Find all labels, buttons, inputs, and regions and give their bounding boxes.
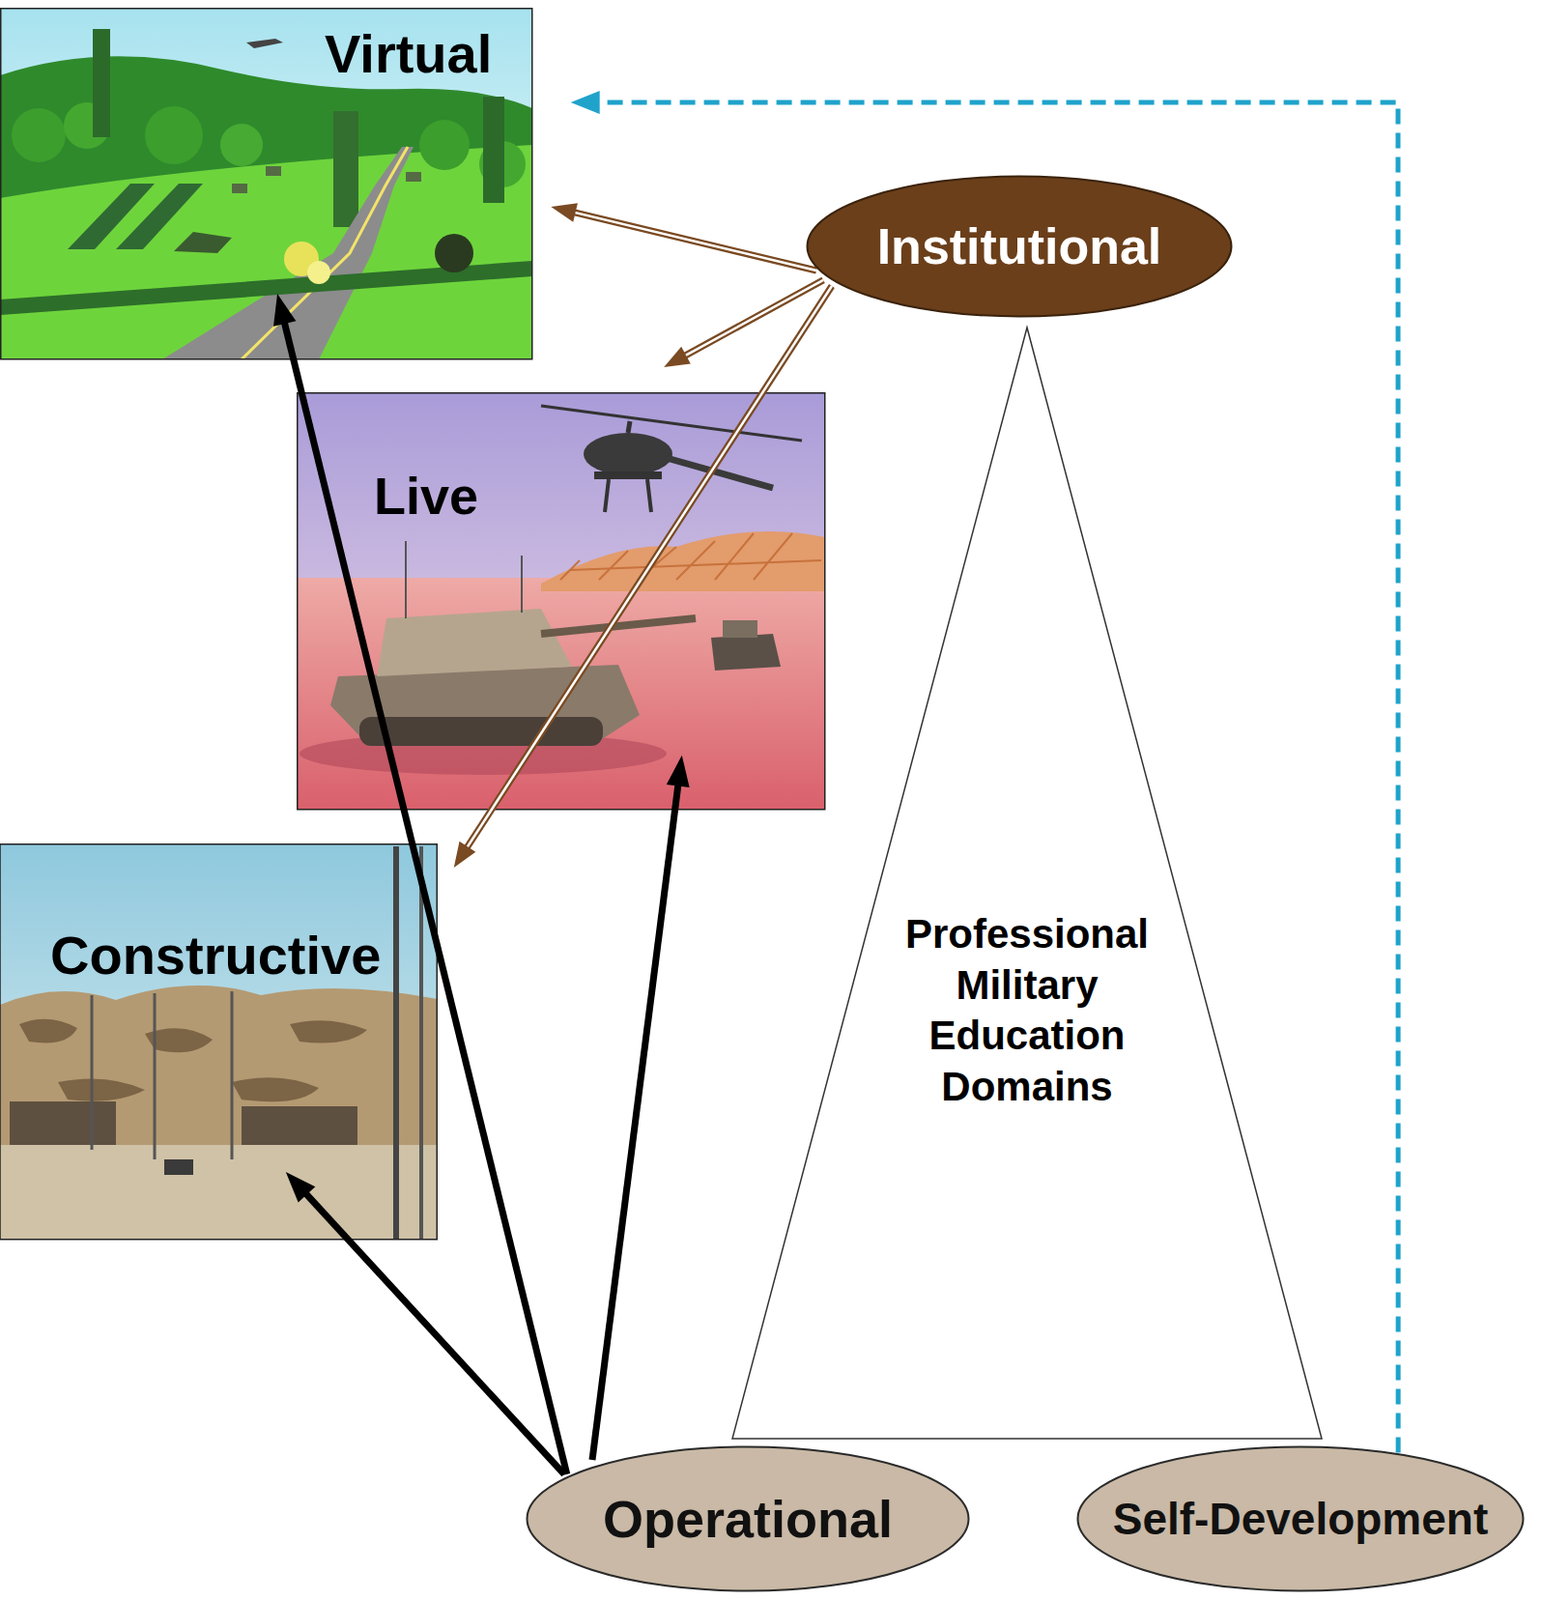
illustration-part <box>11 108 66 163</box>
illustration-part <box>92 28 111 138</box>
triangle-outline <box>731 326 1323 1440</box>
connector-line <box>681 280 824 358</box>
illustration-part <box>0 56 533 360</box>
illustration-part <box>296 392 826 810</box>
illustration-part <box>0 1144 438 1240</box>
illustration-part <box>604 479 609 513</box>
illustration-part <box>9 1101 116 1145</box>
connector-line <box>302 1190 565 1475</box>
illustration-part <box>541 531 826 592</box>
triangle-shape <box>732 327 1322 1439</box>
illustration-part <box>153 993 157 1160</box>
illustration-part <box>231 183 248 194</box>
institutional-ellipse: Institutional <box>805 174 1233 318</box>
connector-arrow <box>571 90 1399 1454</box>
illustration-part <box>173 231 232 254</box>
connector-line <box>283 317 568 1475</box>
illustration-part <box>359 716 603 746</box>
connector-line-inner <box>681 280 824 358</box>
connector-arrow <box>273 293 568 1475</box>
illustration-part <box>483 96 505 203</box>
illustration-part <box>419 119 470 171</box>
connector-line <box>594 102 1399 1454</box>
arrow-head <box>571 90 600 115</box>
illustration-part <box>241 146 408 360</box>
operational-ellipse: Operational <box>525 1445 971 1593</box>
illustration-part <box>246 38 284 49</box>
illustration-part <box>722 620 758 638</box>
panel-frame <box>297 393 826 810</box>
connector-arrow <box>663 280 824 368</box>
ellipse-label: Self-Development <box>1113 1496 1489 1542</box>
panel-label: Virtual <box>324 27 492 82</box>
illustration-part <box>0 985 438 1145</box>
virtual-panel: Virtual <box>0 7 533 360</box>
connector-arrow <box>285 1171 565 1475</box>
connector-arrow <box>592 755 690 1460</box>
illustration-part <box>583 432 673 476</box>
arrow-head <box>663 346 691 368</box>
illustration-part <box>230 991 234 1160</box>
arrow-head <box>285 1171 316 1203</box>
panel-label: Constructive <box>50 928 381 983</box>
connector-arrow <box>454 285 832 868</box>
illustration-part <box>19 1019 368 1102</box>
ellipse-label: Operational <box>602 1492 893 1545</box>
connector-line <box>592 779 680 1460</box>
illustration-part <box>0 843 438 1240</box>
illustration-part <box>419 846 424 1240</box>
arrow-head <box>666 755 690 788</box>
panel-frame <box>0 844 437 1240</box>
illustration-part <box>647 479 652 513</box>
illustration-part <box>393 846 400 1240</box>
ellipse-shape <box>807 176 1232 317</box>
illustration-part <box>307 260 331 285</box>
connector-line <box>464 285 832 852</box>
connector-arrow <box>550 202 817 271</box>
illustration-part <box>144 106 203 165</box>
constructive-illustration <box>0 843 438 1240</box>
illustration-part <box>0 7 533 360</box>
illustration-part <box>434 233 474 273</box>
illustration-part <box>405 171 422 182</box>
ellipse-shape <box>1078 1447 1524 1592</box>
illustration-part <box>628 421 630 433</box>
illustration-part <box>265 166 282 176</box>
illustration-part <box>241 1106 358 1145</box>
illustration-part <box>404 541 407 619</box>
pme-triangle: Professional Military Education Domains <box>731 326 1323 1440</box>
connector-line-inner <box>464 285 832 852</box>
illustration-part <box>594 471 662 480</box>
panel-frame <box>0 8 533 360</box>
ellipse-label: Institutional <box>877 221 1163 272</box>
illustration-part <box>90 995 94 1150</box>
illustration-part <box>0 144 533 360</box>
triangle-label: Professional Military Education Domains <box>886 909 1168 1113</box>
ellipse-shape <box>527 1447 970 1592</box>
live-illustration <box>296 392 826 810</box>
illustration-part <box>376 608 572 677</box>
arrow-head <box>273 293 296 327</box>
connector-line-inner <box>571 211 818 271</box>
illustration-part <box>333 111 359 228</box>
arrow-head <box>454 841 477 868</box>
live-panel: Live <box>296 392 826 810</box>
illustration-part <box>164 1159 194 1175</box>
constructive-panel: Constructive <box>0 843 438 1240</box>
illustration-part <box>220 123 263 167</box>
illustration-part <box>541 405 802 441</box>
panel-label: Live <box>373 469 479 522</box>
illustration-part <box>520 555 523 613</box>
connector-line <box>571 211 818 271</box>
illustration-part <box>0 268 533 308</box>
illustration-part <box>711 633 781 671</box>
self-development-ellipse: Self-Development <box>1076 1445 1525 1593</box>
arrow-head <box>550 202 578 222</box>
illustration-part <box>560 533 822 580</box>
virtual-illustration <box>0 7 533 360</box>
